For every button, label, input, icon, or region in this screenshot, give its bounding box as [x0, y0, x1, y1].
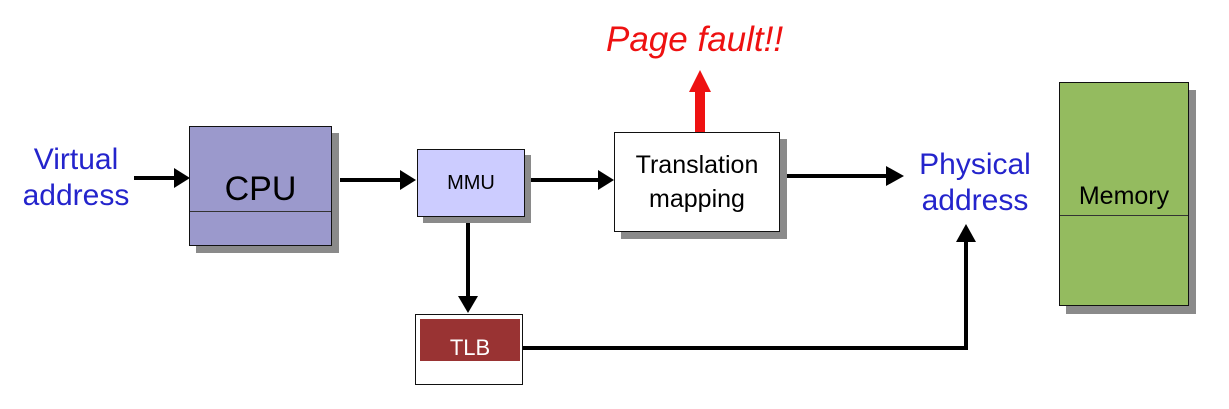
virtual-address-line-2: address	[22, 179, 130, 212]
cpu-box: CPU	[189, 126, 332, 246]
cpu-inner-line	[190, 211, 331, 212]
physical-address-line-2: address	[921, 184, 1029, 217]
virtual-address-label: Virtual address	[6, 142, 146, 214]
page-fault-label: Page fault!!	[606, 20, 784, 59]
memory-inner-line	[1060, 215, 1188, 216]
arrow-translation-to-physical	[786, 166, 904, 186]
arrow-mmu-to-tlb	[458, 218, 478, 313]
translation-line-2: mapping	[649, 185, 745, 213]
arrow-mmu-to-translation	[526, 170, 614, 190]
mmu-label: MMU	[447, 171, 495, 194]
cpu-label: CPU	[224, 169, 297, 208]
memory-label: Memory	[1078, 181, 1170, 210]
virtual-address-line-1: Virtual	[33, 143, 119, 176]
translation-line-1: Translation	[635, 151, 759, 179]
arrow-tlb-to-physical	[522, 224, 976, 350]
tlb-header: TLB	[420, 319, 520, 361]
tlb-box: TLB	[415, 314, 523, 385]
physical-address-label: Physical address	[900, 147, 1050, 219]
translation-box: Translation mapping	[614, 132, 780, 232]
physical-address-line-1: Physical	[919, 148, 1031, 181]
memory-box: Memory	[1059, 82, 1189, 306]
arrow-virtual-to-cpu	[134, 168, 190, 188]
tlb-label: TLB	[449, 335, 491, 360]
mmu-box: MMU	[417, 149, 525, 217]
arrow-cpu-to-mmu	[340, 170, 416, 190]
arrow-page-fault	[689, 70, 711, 132]
